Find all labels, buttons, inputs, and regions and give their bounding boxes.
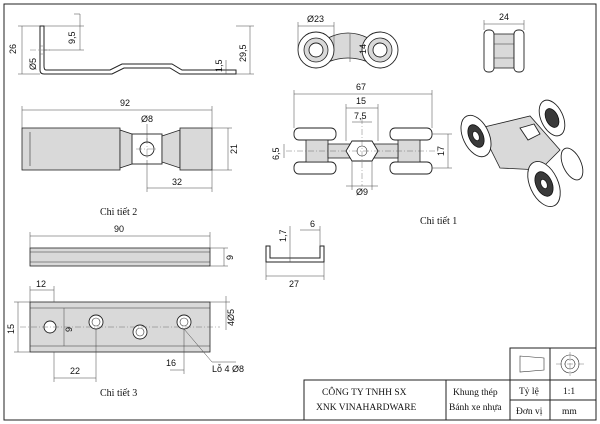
label-part-1: Chi tiết 1	[420, 216, 457, 227]
dim-channel-h1-7: 1,7	[278, 229, 288, 242]
projection-symbol-icon	[519, 352, 584, 376]
plate-top-view	[21, 106, 232, 192]
dim-wheel-d9: Ø9	[356, 187, 368, 197]
dim-plate-t1-5: 1,5	[214, 59, 224, 72]
company-name-line2: XNK VINAHARDWARE	[316, 403, 417, 413]
sheet-border	[3, 3, 597, 421]
wheel-side-view	[483, 20, 525, 73]
dim-plate-d8: Ø8	[141, 114, 153, 124]
wheel-front-view	[297, 22, 399, 69]
dim-rail-h9: 9	[225, 255, 235, 260]
dim-wheel-h17: 17	[436, 146, 446, 156]
dim-plate-h9-5: 9,5	[67, 31, 77, 44]
material-wheel: Bánh xe nhựa	[449, 403, 502, 413]
scale-label: Tỷ lệ	[519, 387, 539, 397]
rail-side-view	[29, 232, 228, 267]
dim-channel-w27: 27	[289, 279, 299, 289]
dim-plate-h29-5: 29,5	[238, 44, 248, 62]
label-part-3: Chi tiết 3	[100, 388, 137, 399]
company-name-line1: CÔNG TY TNHH SX	[322, 386, 407, 398]
dim-plate-l92: 92	[120, 98, 130, 108]
dim-rail-d4-5: 4Ø5	[226, 309, 236, 326]
dim-wheel-h6-5: 6,5	[271, 147, 281, 160]
dim-plate-h26: 26	[8, 44, 18, 54]
dim-rail-l12: 12	[36, 279, 46, 289]
unit-value: mm	[562, 407, 577, 417]
dim-wheel-l15: 15	[356, 96, 366, 106]
dim-plate-l32: 32	[172, 177, 182, 187]
dim-rail-l90: 90	[114, 224, 124, 234]
channel-section-view	[265, 226, 325, 280]
title-block	[303, 347, 597, 421]
dim-rail-h15: 15	[6, 324, 16, 334]
material-frame: Khung thép	[453, 388, 498, 398]
unit-label: Đơn vị	[516, 407, 543, 417]
dim-wheel-d23: Ø23	[307, 14, 324, 24]
wheel-isometric-view	[460, 99, 584, 207]
dim-rail-holes-note: Lỗ 4 Ø8	[212, 364, 244, 374]
dim-channel-w6: 6	[310, 219, 315, 229]
rail-top-view	[14, 286, 236, 382]
dim-rail-l22: 22	[70, 366, 80, 376]
plate-side-view	[18, 13, 254, 75]
dim-rail-h9-top: 9	[64, 327, 74, 332]
dim-plate-w21: 21	[229, 144, 239, 154]
scale-value: 1:1	[563, 387, 575, 397]
dim-wheel-l67: 67	[356, 82, 366, 92]
dim-plate-d5: Ø5	[28, 58, 38, 70]
dim-wheel-h14: 14	[358, 44, 368, 54]
wheel-top-view	[283, 90, 452, 190]
dim-rail-l16: 16	[166, 358, 176, 368]
label-part-2: Chi tiết 2	[100, 207, 137, 218]
dim-wheel-w24: 24	[499, 12, 509, 22]
dim-wheel-l7-5: 7,5	[354, 111, 367, 121]
